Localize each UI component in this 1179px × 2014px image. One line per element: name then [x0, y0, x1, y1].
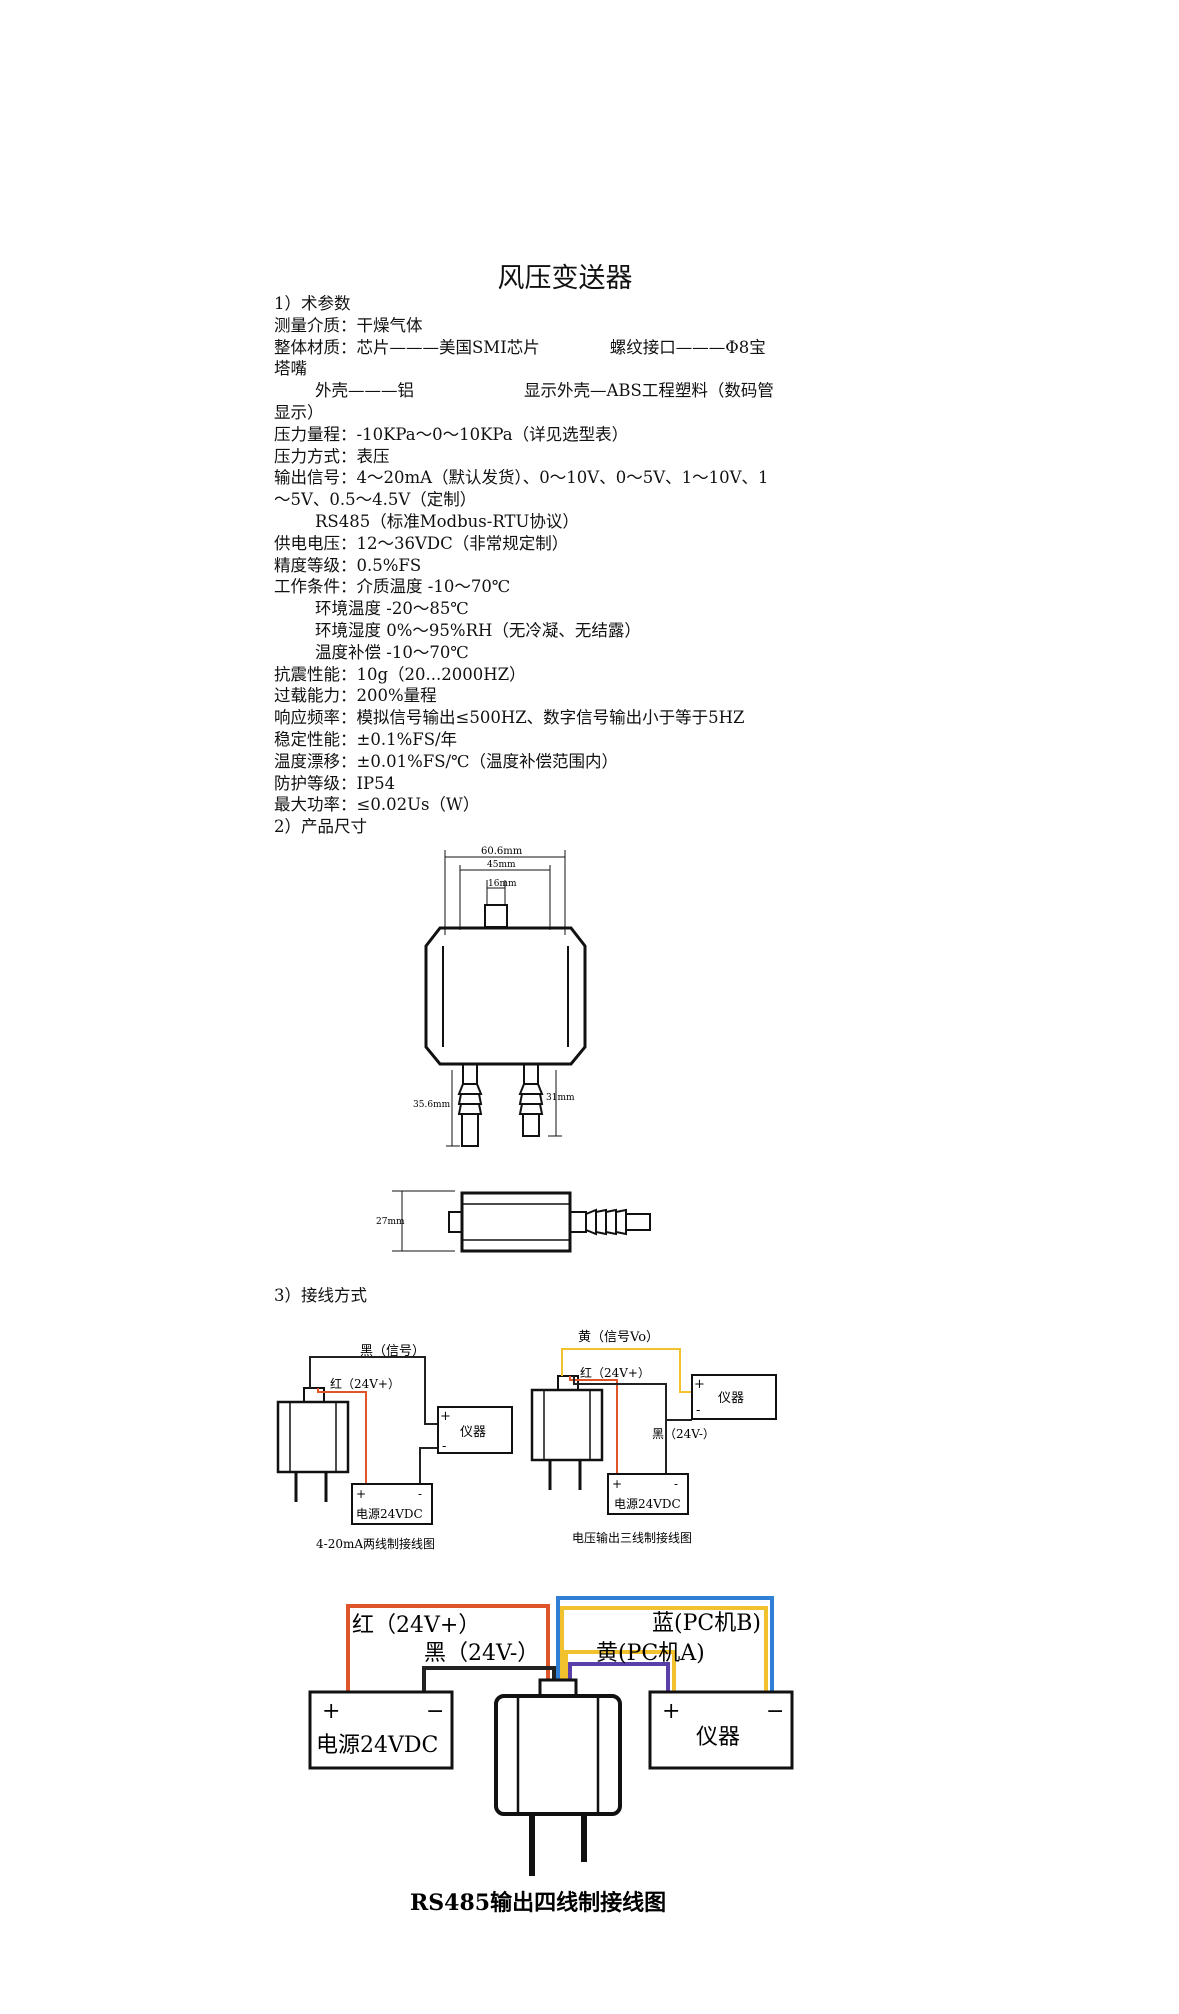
spec-line-text: 环境温度 -20～85℃ [315, 599, 469, 619]
spec-line: ～5V、0.5～4.5V（定制） [274, 489, 834, 511]
wire-label-yellow-four: 黄(PC机A) [596, 1641, 705, 1666]
spec-line-text: 整体材质：芯片———美国SMI芯片 [274, 337, 540, 357]
spec-line: 工作条件：介质温度 -10～70℃ [274, 576, 834, 598]
power-plus-three: + [612, 1477, 622, 1491]
dim-label-left-height: 35.6mm [413, 1100, 451, 1110]
spec-line: 温度补偿 -10～70℃ [274, 642, 834, 664]
spec-line: 最大功率：≤0.02Us（W） [274, 794, 834, 816]
dim-label-port-width: 16mm [488, 879, 517, 889]
wire-label-red-four: 红（24V+） [352, 1613, 480, 1638]
instrument-minus: - [442, 1439, 446, 1454]
spec-line: 输出信号：4～20mA（默认发货）、0～10V、0～5V、1～10V、1 [274, 467, 834, 489]
dim-label-depth: 27mm [376, 1217, 405, 1227]
power-label-four: 电源24VDC [316, 1733, 438, 1758]
wire-label-black-three: 黑（24V-） [652, 1427, 715, 1441]
spec-line: 2）产品尺寸 [274, 816, 834, 838]
instrument-label: 仪器 [460, 1425, 486, 1440]
spec-line-text: 2）产品尺寸 [274, 817, 367, 837]
spec-line: 1）术参数 [274, 293, 834, 315]
spec-line-text: 输出信号：4～20mA（默认发货）、0～10V、0～5V、1～10V、1 [274, 468, 769, 488]
spec-line-text: 工作条件：介质温度 -10～70℃ [274, 577, 511, 597]
spec-line-text: 温度漂移：±0.01%FS/℃（温度补偿范围内） [274, 751, 619, 771]
instrument-minus-three: - [696, 1403, 700, 1418]
spec-line-text: 外壳———铝 [315, 381, 414, 401]
spec-line-text: 压力方式：表压 [274, 446, 390, 466]
spec-line: 显示） [274, 402, 834, 424]
spec-line: 过载能力：200%量程 [274, 685, 834, 707]
power-plus: + [356, 1487, 366, 1501]
dimension-drawing-side [392, 1190, 651, 1253]
spec-line: 抗震性能：10g（20...2000HZ） [274, 664, 834, 686]
spec-line: 防护等级：IP54 [274, 773, 834, 795]
power-label-three: 电源24VDC [614, 1497, 681, 1511]
power-label: 电源24VDC [356, 1507, 423, 1521]
spec-line-text: 显示） [274, 402, 324, 422]
spec-line-tail: 显示外壳—ABS工程塑料（数码管 [524, 381, 774, 401]
spec-line: 供电电压：12～36VDC（非常规定制） [274, 533, 834, 555]
wiring-diagram-two-wire [276, 1356, 513, 1525]
spec-line: 塔嘴 [274, 358, 834, 380]
dim-label-total-width: 60.6mm [481, 846, 523, 857]
section-wiring-heading: 3）接线方式 [274, 1286, 367, 1305]
spec-line: 精度等级：0.5%FS [274, 555, 834, 577]
dimension-drawing-front [424, 850, 587, 1147]
spec-line-text: 温度补偿 -10～70℃ [315, 642, 469, 662]
instrument-plus-four: + [662, 1699, 680, 1724]
spec-line: 环境湿度 0%～95%RH（无冷凝、无结露） [274, 620, 834, 642]
wire-label-blue-four: 蓝(PC机B) [652, 1611, 761, 1636]
instrument-minus-four: − [766, 1699, 784, 1724]
spec-line: 稳定性能：±0.1%FS/年 [274, 729, 834, 751]
spec-line: 环境温度 -20～85℃ [274, 598, 834, 620]
wiring-diagram-four-wire [308, 1596, 794, 1876]
power-minus: - [418, 1487, 422, 1501]
spec-line-tail: 螺纹接口———Φ8宝 [609, 337, 766, 357]
four-wire-caption: RS485输出四线制接线图 [410, 1890, 666, 1916]
wiring-diagram-three-wire [530, 1348, 777, 1515]
instrument-plus: + [440, 1409, 451, 1424]
wire-label-yellow-signal: 黄（信号Vo） [578, 1330, 659, 1345]
dim-label-body-width: 45mm [487, 860, 516, 870]
spec-line-text: 防护等级：IP54 [274, 773, 396, 793]
three-wire-caption: 电压输出三线制接线图 [572, 1530, 692, 1545]
spec-line-text: RS485（标准Modbus-RTU协议） [315, 511, 579, 531]
instrument-label-three: 仪器 [718, 1391, 744, 1406]
power-minus-three: - [674, 1477, 678, 1491]
spec-line-text: 稳定性能：±0.1%FS/年 [274, 729, 458, 749]
spec-line: RS485（标准Modbus-RTU协议） [274, 511, 834, 533]
power-plus-four: + [322, 1699, 340, 1724]
spec-line-text: ～5V、0.5～4.5V（定制） [274, 490, 477, 510]
spec-line-text: 环境湿度 0%～95%RH（无冷凝、无结露） [315, 620, 641, 640]
spec-line: 压力量程：-10KPa～0～10KPa（详见选型表） [274, 424, 834, 446]
spec-line: 响应频率：模拟信号输出≤500HZ、数字信号输出小于等于5HZ [274, 707, 834, 729]
wire-label-red-three: 红（24V+） [580, 1365, 650, 1380]
wire-label-black-signal: 黑（信号） [360, 1344, 425, 1359]
spec-line-text: 压力量程：-10KPa～0～10KPa（详见选型表） [274, 424, 629, 444]
spec-line-text: 最大功率：≤0.02Us（W） [274, 795, 480, 815]
spec-line: 外壳———铝 显示外壳—ABS工程塑料（数码管 [274, 380, 834, 402]
spec-line-text: 精度等级：0.5%FS [274, 555, 422, 575]
two-wire-caption: 4-20mA两线制接线图 [316, 1536, 435, 1551]
spec-line: 整体材质：芯片———美国SMI芯片 螺纹接口———Φ8宝 [274, 337, 834, 359]
power-minus-four: − [426, 1699, 444, 1724]
spec-line: 温度漂移：±0.01%FS/℃（温度补偿范围内） [274, 751, 834, 773]
spec-line-text: 供电电压：12～36VDC（非常规定制） [274, 533, 569, 553]
instrument-plus-three: + [694, 1377, 705, 1392]
document-title: 风压变送器 [497, 263, 633, 294]
spec-line-text: 塔嘴 [274, 359, 307, 379]
wire-label-black-four: 黑（24V-） [424, 1641, 539, 1666]
spec-line: 压力方式：表压 [274, 446, 834, 468]
spec-list: 1）术参数测量介质：干燥气体整体材质：芯片———美国SMI芯片 螺纹接口———Φ8… [274, 293, 834, 838]
spec-line-text: 抗震性能：10g（20...2000HZ） [274, 664, 526, 684]
dim-label-right-height: 31mm [546, 1093, 575, 1103]
spec-line-text: 响应频率：模拟信号输出≤500HZ、数字信号输出小于等于5HZ [274, 708, 745, 728]
spec-line: 测量介质：干燥气体 [274, 315, 834, 337]
spec-line-text: 1）术参数 [274, 294, 351, 313]
wire-label-red: 红（24V+） [330, 1376, 400, 1391]
spec-line-text: 测量介质：干燥气体 [274, 315, 423, 335]
instrument-label-four: 仪器 [696, 1725, 740, 1750]
spec-line-text: 过载能力：200%量程 [274, 686, 437, 706]
